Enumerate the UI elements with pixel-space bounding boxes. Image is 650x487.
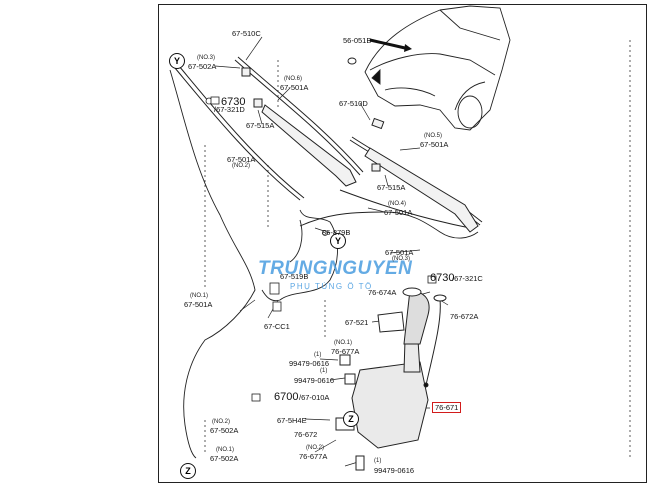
label-67-502A-c: 67-502A	[210, 454, 239, 463]
label-qty-b: (1)	[320, 368, 328, 374]
label-67-010A: /67-010A	[299, 393, 330, 402]
leader-lines	[204, 40, 631, 460]
label-67-502A-b: 67-502A	[210, 426, 239, 435]
washer-reservoir	[335, 287, 447, 471]
label-6700: 6700	[274, 391, 299, 403]
label-67-CC1: 67-CC1	[264, 322, 290, 331]
label-no2-a: (NO.2)	[232, 163, 250, 169]
label-no1-c: (NO.1)	[216, 447, 234, 453]
label-6730-a: 6730	[221, 96, 246, 108]
clip-56-051B-shape	[347, 57, 357, 65]
small-parts	[205, 96, 437, 402]
label-67-521: 67-521	[345, 318, 369, 327]
label-no2-c: (NO.2)	[306, 445, 324, 451]
marker-y-mid: Y	[330, 233, 346, 249]
washer-hoses	[169, 69, 479, 459]
label-67-5H4E: 67-5H4E	[277, 416, 307, 425]
label-no5: (NO.5)	[424, 133, 442, 139]
label-67-515A-a: 67-515A	[246, 121, 275, 130]
label-67-501A-no4: 67-501A	[384, 208, 413, 217]
label-76-674A: 76-674A	[368, 288, 397, 297]
pointer-arrow-head	[404, 44, 412, 52]
label-67-501A-no5: 67-501A	[420, 140, 449, 149]
label-67-501A-no2: 67-501A	[227, 155, 256, 164]
label-no6: (NO.6)	[284, 76, 302, 82]
label-99479-0616-c: 99479-0616	[374, 466, 415, 475]
label-67-510D: 67-510D	[339, 99, 368, 108]
label-no3-b: (NO.3)	[392, 256, 410, 262]
label-67-321D: /67-321D	[214, 105, 245, 114]
pointer-arrow	[369, 38, 406, 50]
label-76-672A: 76-672A	[450, 312, 479, 321]
marker-z-bottom: Z	[180, 463, 196, 479]
label-no4: (NO.4)	[388, 201, 406, 207]
label-76-672: 76-672	[294, 430, 318, 439]
label-56-051B: 56-051B	[343, 36, 372, 45]
label-6730-b: 6730	[430, 272, 455, 284]
label-76-677A-b: 76-677A	[299, 452, 328, 461]
label-86-879B: 86-879B	[322, 228, 351, 237]
label-99479-0616-b: 99479-0616	[294, 376, 335, 385]
label-67-501A-no6: 67-501A	[280, 83, 309, 92]
watermark-brand: TRUNGNGUYEN	[258, 258, 413, 279]
label-76-671-highlighted: 76-671	[432, 402, 462, 413]
car-front-illustration	[364, 5, 511, 131]
label-no3-a: (NO.3)	[197, 55, 215, 61]
marker-z-mid: Z	[343, 411, 359, 427]
label-qty-a: (1)	[314, 352, 322, 358]
label-no2-b: (NO.2)	[212, 419, 230, 425]
label-no1-a: (NO.1)	[190, 293, 208, 299]
label-67-501A-no3: 67-501A	[385, 248, 414, 257]
label-67-502A-a: 67-502A	[188, 62, 217, 71]
label-no1-b: (NO.1)	[334, 340, 352, 346]
marker-y-top: Y	[169, 53, 185, 69]
label-76-677A-a: 76-677A	[331, 347, 360, 356]
diagram-frame	[158, 4, 647, 483]
label-67-519B: 67-519B	[280, 272, 309, 281]
label-67-515A-b: 67-515A	[377, 183, 406, 192]
label-99479-0616-a: 99479-0616	[289, 359, 330, 368]
label-67-510C: 67-510C	[232, 29, 261, 38]
label-67-321C: /67-321C	[452, 274, 483, 283]
label-qty-c: (1)	[374, 458, 382, 464]
label-67-501A-no1: 67-501A	[184, 300, 213, 309]
watermark-tagline: PHỤ TÙNG Ô TÔ	[290, 282, 373, 291]
wiper-arms	[241, 67, 479, 233]
